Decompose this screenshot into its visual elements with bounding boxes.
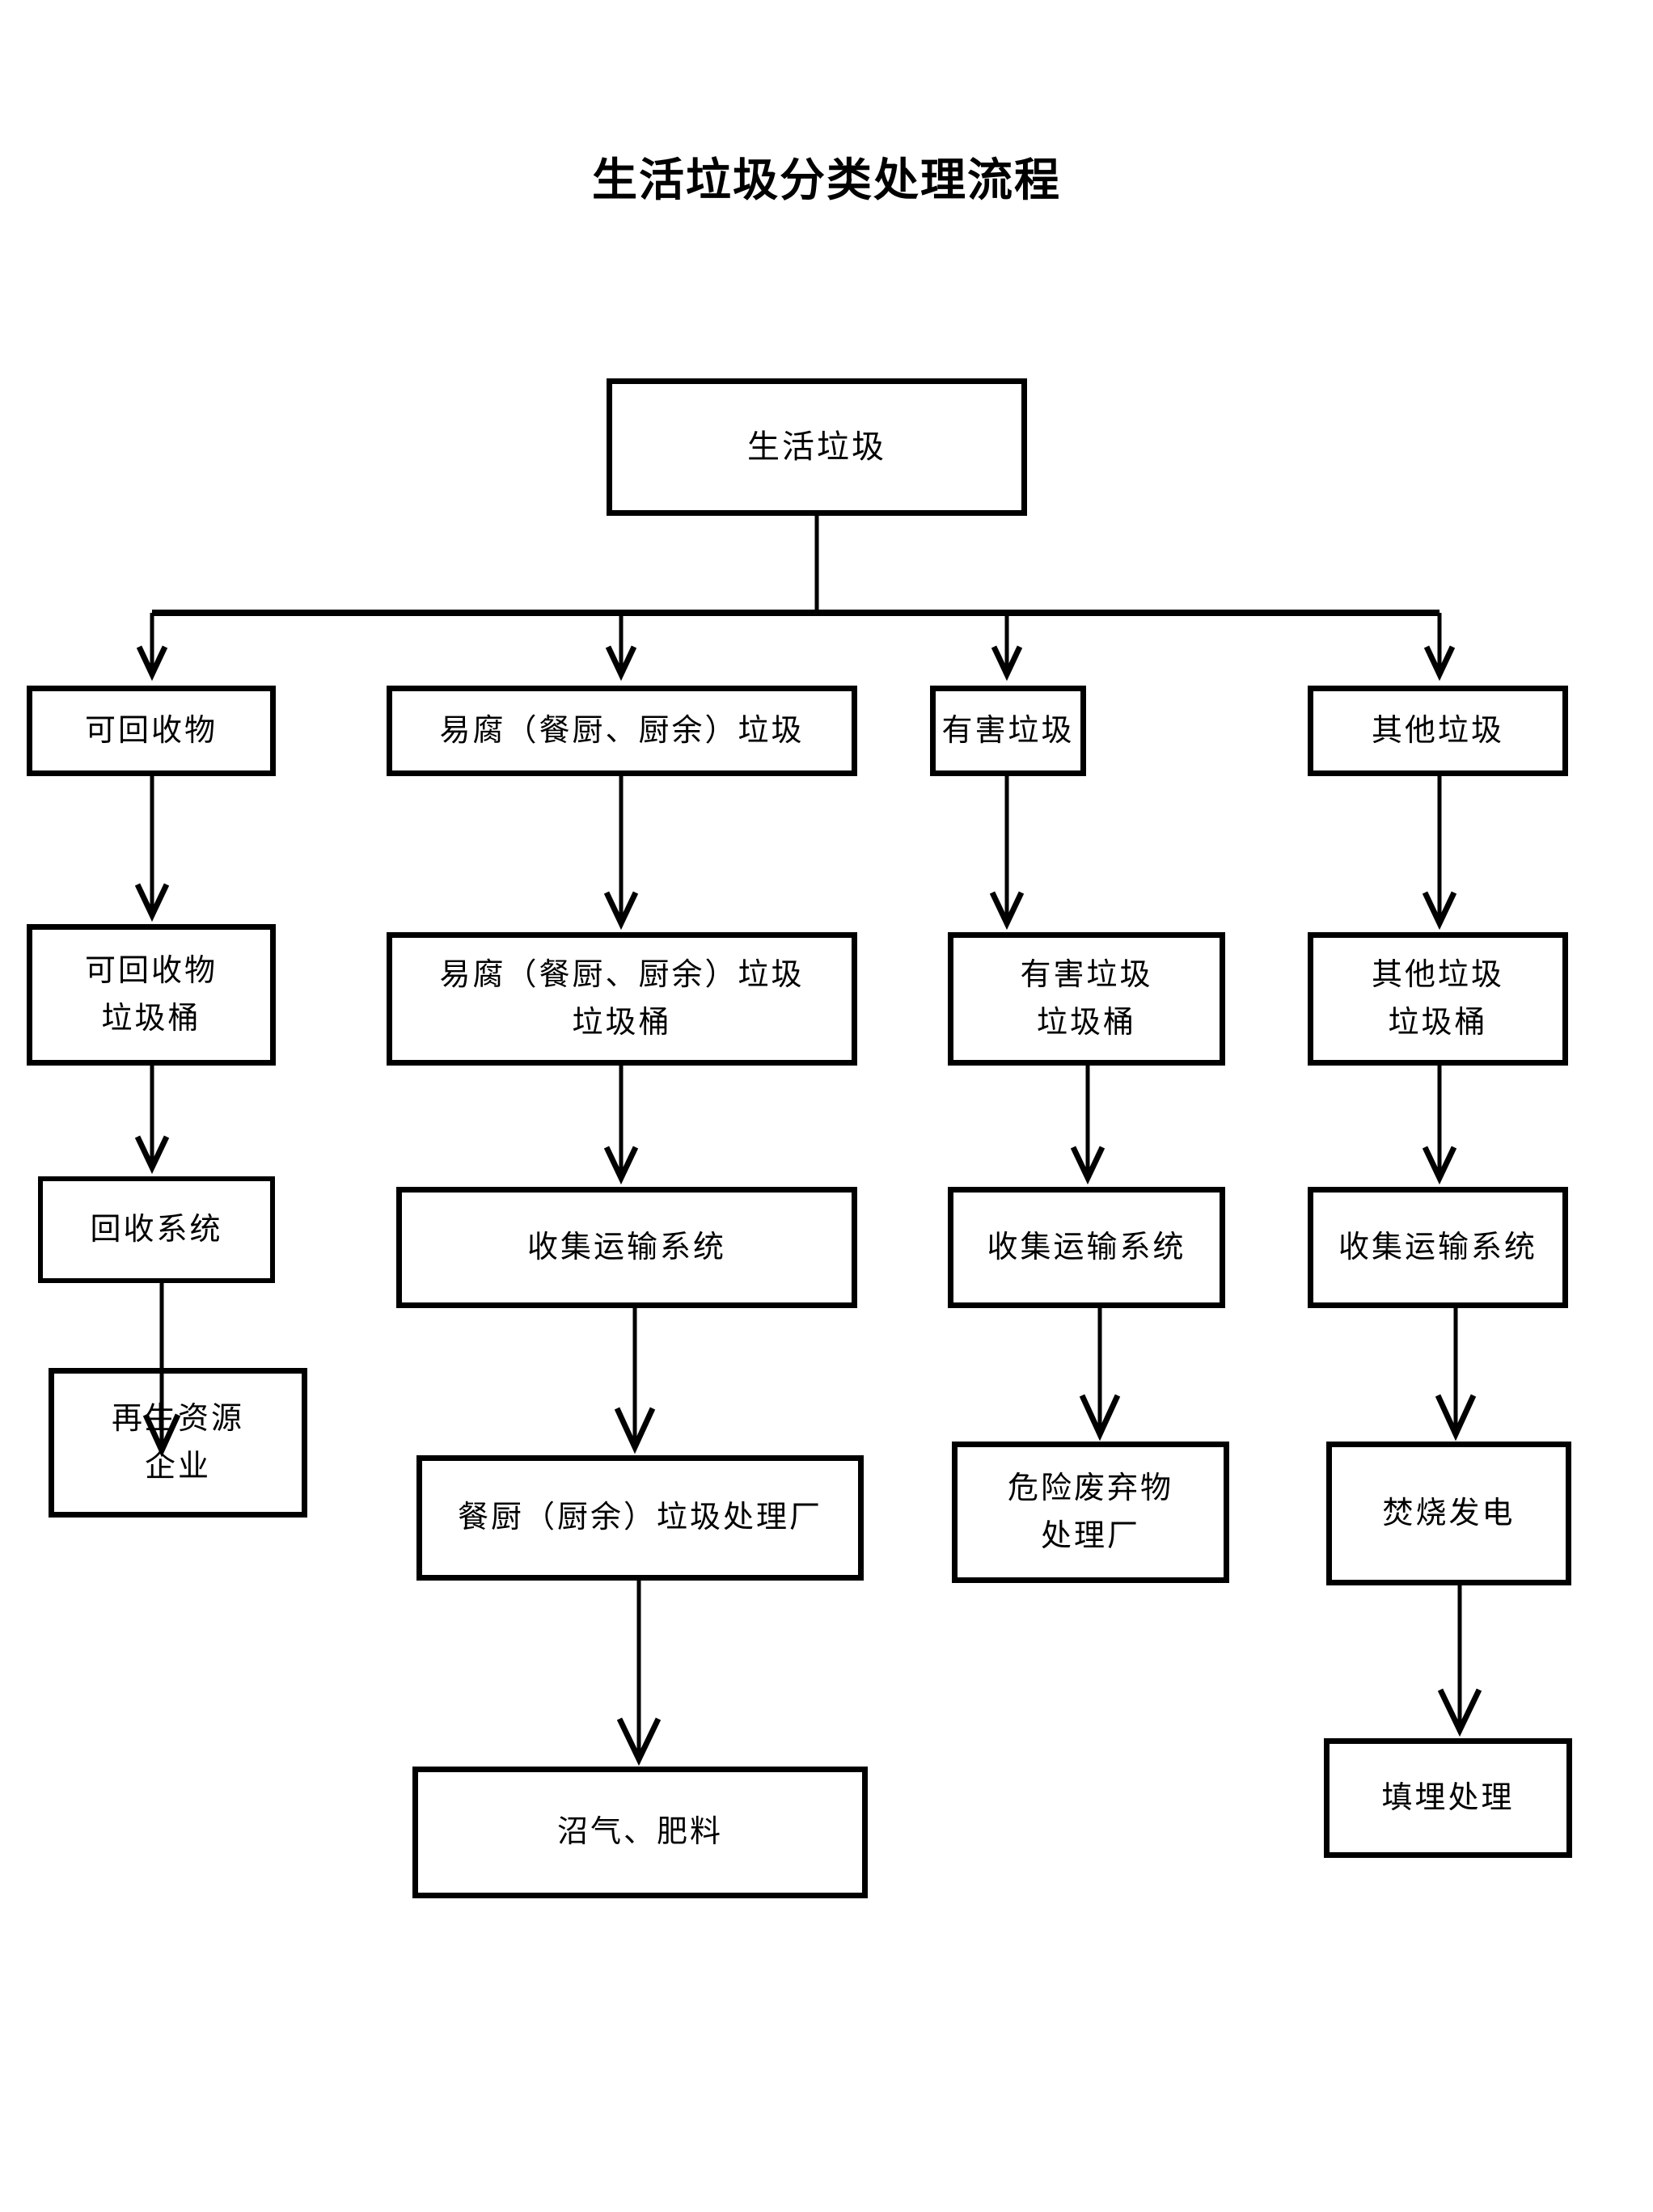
node-label: 填埋处理 (1381, 1780, 1515, 1815)
node-hazardous-waste-plant[interactable]: 危险废弃物 处理厂 (952, 1442, 1229, 1583)
node-label: 餐厨（厨余）垃圾处理厂 (457, 1501, 822, 1535)
arrowhead-root-col4 (1423, 645, 1456, 682)
arrowhead-col3-r3 (989, 891, 1025, 931)
arrowhead-col1-r3 (134, 883, 170, 922)
node-collection-transport-col3[interactable]: 收集运输系统 (948, 1187, 1225, 1308)
node-label: 收集运输系统 (987, 1230, 1186, 1264)
node-hazardous-waste[interactable]: 有害垃圾 (930, 686, 1086, 776)
node-kitchen-waste-plant[interactable]: 餐厨（厨余）垃圾处理厂 (416, 1455, 864, 1581)
node-label: 其他垃圾 垃圾桶 (1371, 957, 1504, 1040)
node-label: 易腐（餐厨、厨余）垃圾 (439, 713, 805, 748)
arrowhead-col3-r5 (1079, 1394, 1121, 1442)
node-label: 沼气、肥料 (556, 1815, 723, 1850)
node-hazardous-waste-bin[interactable]: 有害垃圾 垃圾桶 (948, 932, 1225, 1066)
node-collection-transport-col4[interactable]: 收集运输系统 (1308, 1187, 1568, 1308)
node-label: 易腐（餐厨、厨余）垃圾 垃圾桶 (439, 957, 805, 1040)
arrowhead-root-col2 (605, 645, 637, 682)
arrowhead-col4-r5 (1435, 1394, 1477, 1442)
arrowhead-col3-r4 (1070, 1146, 1106, 1185)
node-other-waste[interactable]: 其他垃圾 (1308, 686, 1568, 776)
page-title: 生活垃圾分类处理流程 (592, 154, 1061, 205)
node-label: 有害垃圾 (941, 713, 1075, 748)
node-renewable-resource-enterprise[interactable]: 再生资源 企业 (49, 1368, 307, 1518)
node-label: 可回收物 垃圾桶 (84, 953, 218, 1036)
node-perishable-waste[interactable]: 易腐（餐厨、厨余）垃圾 (387, 686, 857, 776)
node-incineration-power[interactable]: 焚烧发电 (1326, 1442, 1571, 1585)
node-collection-transport-col2[interactable]: 收集运输系统 (396, 1187, 857, 1308)
node-label: 可回收物 (84, 713, 218, 748)
node-recyclable[interactable]: 可回收物 (27, 686, 276, 776)
node-label: 回收系统 (90, 1212, 223, 1247)
node-label: 再生资源 企业 (111, 1401, 244, 1484)
node-landfill[interactable]: 填埋处理 (1324, 1738, 1572, 1858)
node-label: 危险废弃物 处理厂 (1007, 1471, 1173, 1553)
node-label: 焚烧发电 (1382, 1496, 1516, 1530)
node-household-waste[interactable]: 生活垃圾 (607, 378, 1027, 516)
arrowhead-col2-r3 (603, 891, 639, 931)
node-label: 收集运输系统 (1338, 1230, 1537, 1264)
node-perishable-waste-bin[interactable]: 易腐（餐厨、厨余）垃圾 垃圾桶 (387, 932, 857, 1066)
arrowhead-col2-r6 (616, 1717, 662, 1767)
node-recycling-system[interactable]: 回收系统 (38, 1176, 275, 1283)
node-biogas-fertilizer[interactable]: 沼气、肥料 (412, 1767, 868, 1898)
arrowhead-col2-r5 (614, 1407, 656, 1454)
arrowhead-col1-r4 (134, 1135, 170, 1175)
arrowhead-col4-r3 (1422, 891, 1457, 931)
arrowhead-col4-r4 (1422, 1146, 1457, 1185)
arrowhead-col4-r6 (1437, 1688, 1482, 1737)
arrowhead-root-col1 (136, 645, 168, 682)
node-label: 生活垃圾 (747, 428, 886, 465)
node-label: 其他垃圾 (1371, 713, 1504, 748)
arrowhead-col2-r4 (603, 1146, 639, 1185)
node-label: 收集运输系统 (526, 1230, 726, 1264)
node-label: 有害垃圾 垃圾桶 (1020, 957, 1153, 1040)
node-other-waste-bin[interactable]: 其他垃圾 垃圾桶 (1308, 932, 1568, 1066)
node-recyclable-bin[interactable]: 可回收物 垃圾桶 (27, 924, 276, 1066)
arrowhead-root-col3 (991, 645, 1023, 682)
